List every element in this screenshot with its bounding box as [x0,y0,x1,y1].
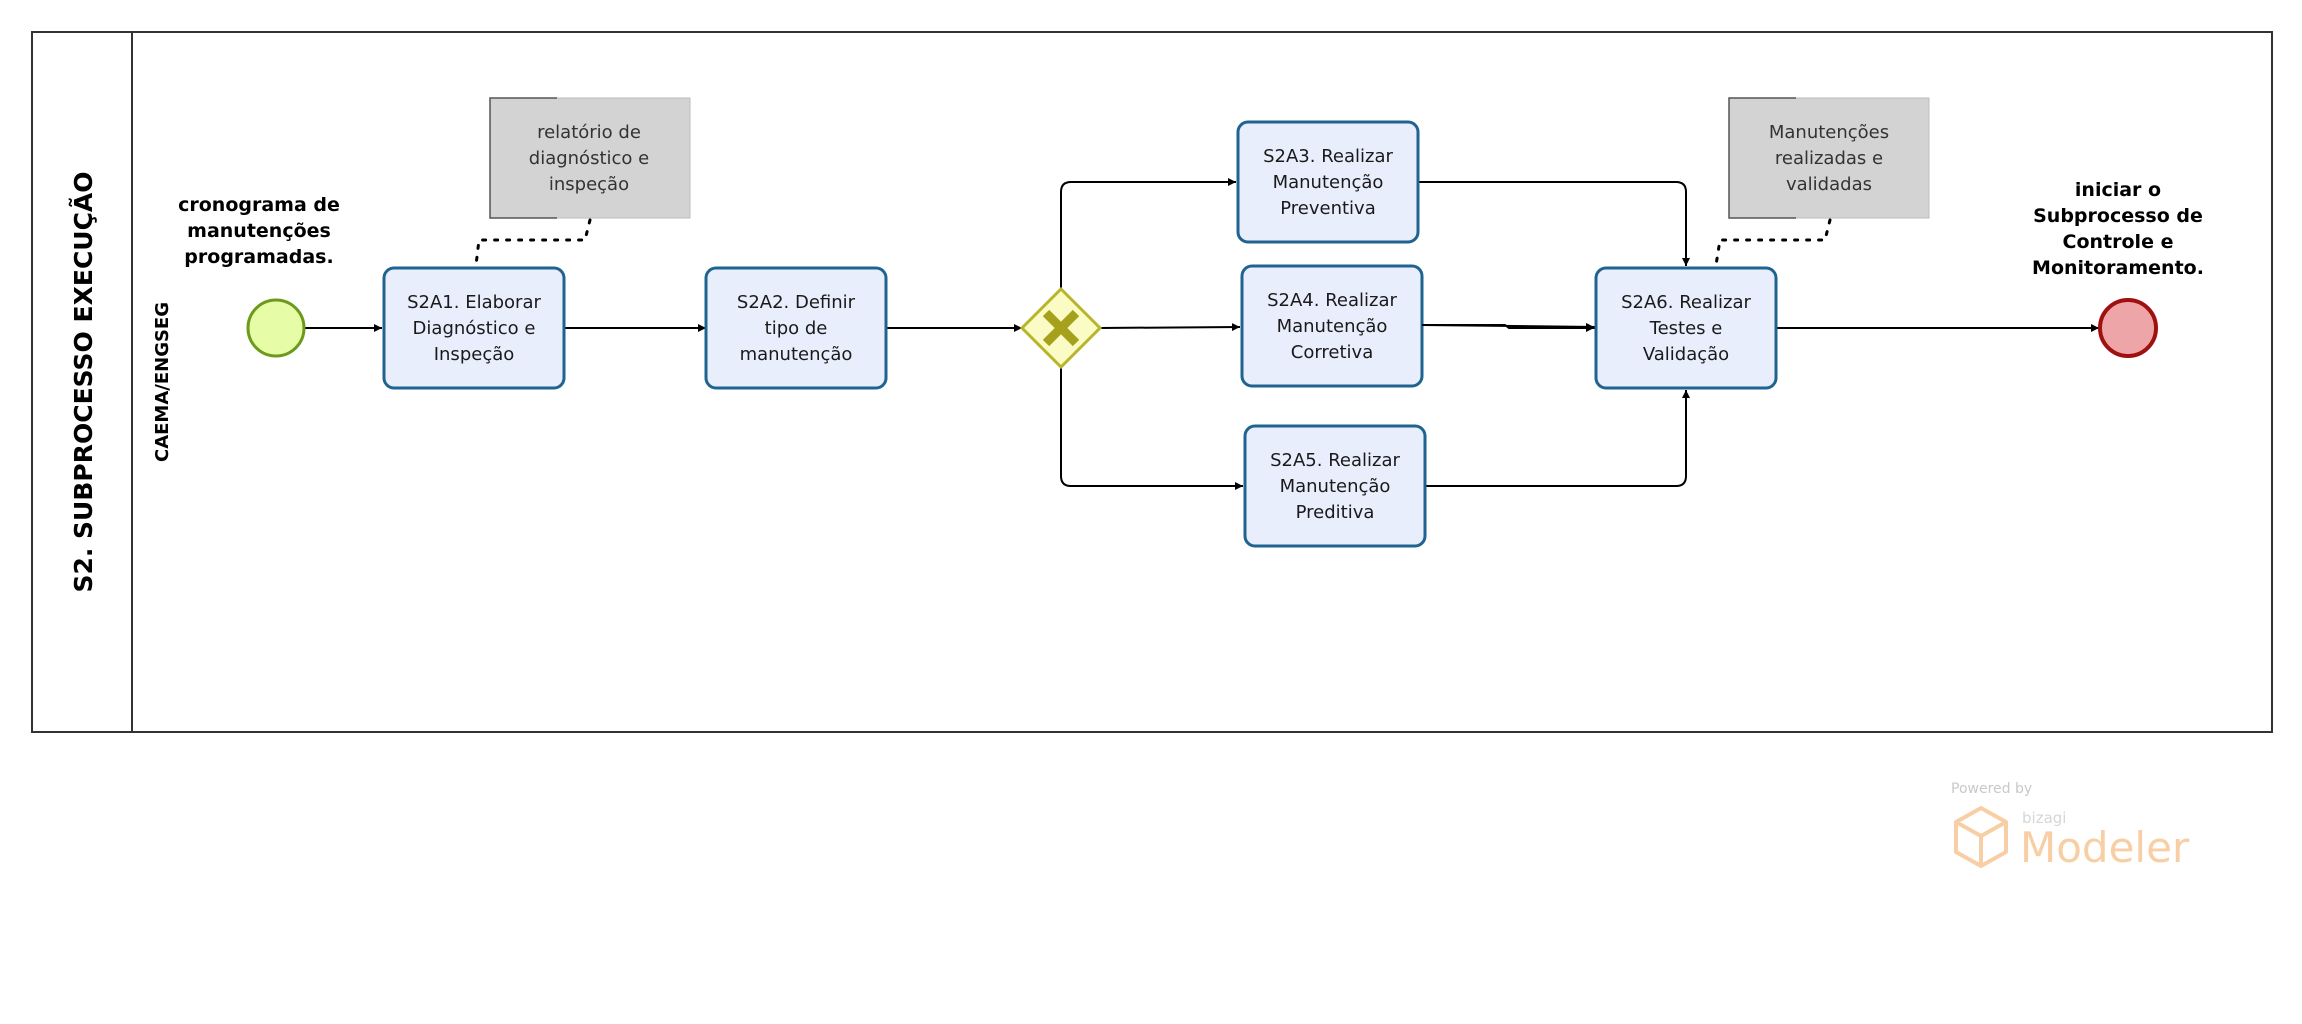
task-s2a2-line-1: S2A2. Definir [737,292,856,313]
flow-s2a4-to-s2a6-visible [1422,324,1594,332]
start-event-label-line-1: cronograma de [178,194,340,216]
lane-title: CAEMA/ENGSEG [152,302,173,462]
task-s2a5-line-1: S2A5. Realizar [1270,450,1400,471]
start-event-label: cronograma de manutenções programadas. [178,194,340,268]
task-s2a4-line-2: Manutenção [1277,316,1388,337]
task-s2a2-line-3: manutenção [740,344,853,365]
association-diagnostic-report [474,218,592,267]
flow-gateway-to-s2a3[interactable] [1060,178,1236,289]
task-s2a1-line-1: S2A1. Elaborar [407,292,541,313]
annotation-validated-maintenance-line-3: validadas [1786,174,1872,195]
bizagi-logo-icon [1954,806,2008,868]
task-s2a5-line-2: Manutenção [1280,476,1391,497]
brand-small-text: bizagi [2022,809,2066,827]
annotation-validated-maintenance-line-1: Manutenções [1769,122,1889,143]
powered-by-text: Powered by [1951,781,2032,797]
end-event[interactable] [2098,298,2158,358]
task-s2a3[interactable]: S2A3. Realizar Manutenção Preventiva [1236,120,1420,244]
x-icon [1042,309,1080,347]
pool [31,31,2273,733]
task-s2a5[interactable]: S2A5. Realizar Manutenção Preditiva [1243,424,1427,548]
task-s2a6[interactable]: S2A6. Realizar Testes e Validação [1594,266,1778,390]
task-s2a5-line-3: Preditiva [1296,502,1375,523]
annotation-diagnostic-report-line-1: relatório de [537,122,641,143]
task-s2a1-line-3: Inspeção [434,344,515,365]
association-validated-maintenance [1714,218,1832,267]
pool-title: S2. SUBPROCESSO EXECUÇÃO [69,171,98,592]
annotation-diagnostic-report[interactable]: relatório de diagnóstico e inspeção [489,97,691,219]
end-event-label-line-3: Controle e [2063,231,2174,253]
task-s2a3-line-1: S2A3. Realizar [1263,146,1393,167]
task-s2a2-line-2: tipo de [765,318,828,339]
flow-s2a3-to-s2a6[interactable] [1418,181,1690,266]
task-s2a3-line-2: Manutenção [1273,172,1384,193]
task-s2a4-line-3: Corretiva [1291,342,1374,363]
brand-text: Modeler [2020,823,2190,872]
start-event[interactable] [246,298,306,358]
annotation-validated-maintenance[interactable]: Manutenções realizadas e validadas [1728,97,1930,219]
task-s2a1-line-2: Diagnóstico e [413,318,536,339]
task-s2a6-line-1: S2A6. Realizar [1621,292,1751,313]
task-s2a4-line-1: S2A4. Realizar [1267,290,1397,311]
end-event-label: iniciar o Subprocesso de Controle e Moni… [2032,179,2204,279]
start-event-label-line-3: programadas. [184,246,333,268]
exclusive-gateway[interactable] [1019,286,1103,370]
task-s2a1[interactable]: S2A1. Elaborar Diagnóstico e Inspeção [382,266,566,390]
annotation-diagnostic-report-line-3: inspeção [549,174,629,195]
start-event-label-line-2: manutenções [187,220,331,242]
flow-gateway-to-s2a4[interactable] [1099,323,1241,332]
task-s2a2[interactable]: S2A2. Definir tipo de manutenção [704,266,888,390]
flow-gateway-to-s2a5[interactable] [1060,367,1243,490]
task-s2a6-line-2: Testes e [1649,318,1723,339]
annotation-validated-maintenance-line-2: realizadas e [1775,148,1883,169]
bizagi-watermark: Powered by bizagi Modeler [1951,781,2190,872]
flow-s2a5-to-s2a6[interactable] [1425,390,1690,487]
end-event-label-line-1: iniciar o [2075,179,2161,201]
task-s2a6-line-3: Validação [1643,344,1729,365]
task-s2a4[interactable]: S2A4. Realizar Manutenção Corretiva [1240,264,1424,388]
end-event-label-line-4: Monitoramento. [2032,257,2204,279]
annotation-diagnostic-report-line-2: diagnóstico e [529,148,649,169]
annotation-associations [474,218,1832,267]
task-s2a3-line-3: Preventiva [1280,198,1376,219]
end-event-label-line-2: Subprocesso de [2033,205,2203,227]
